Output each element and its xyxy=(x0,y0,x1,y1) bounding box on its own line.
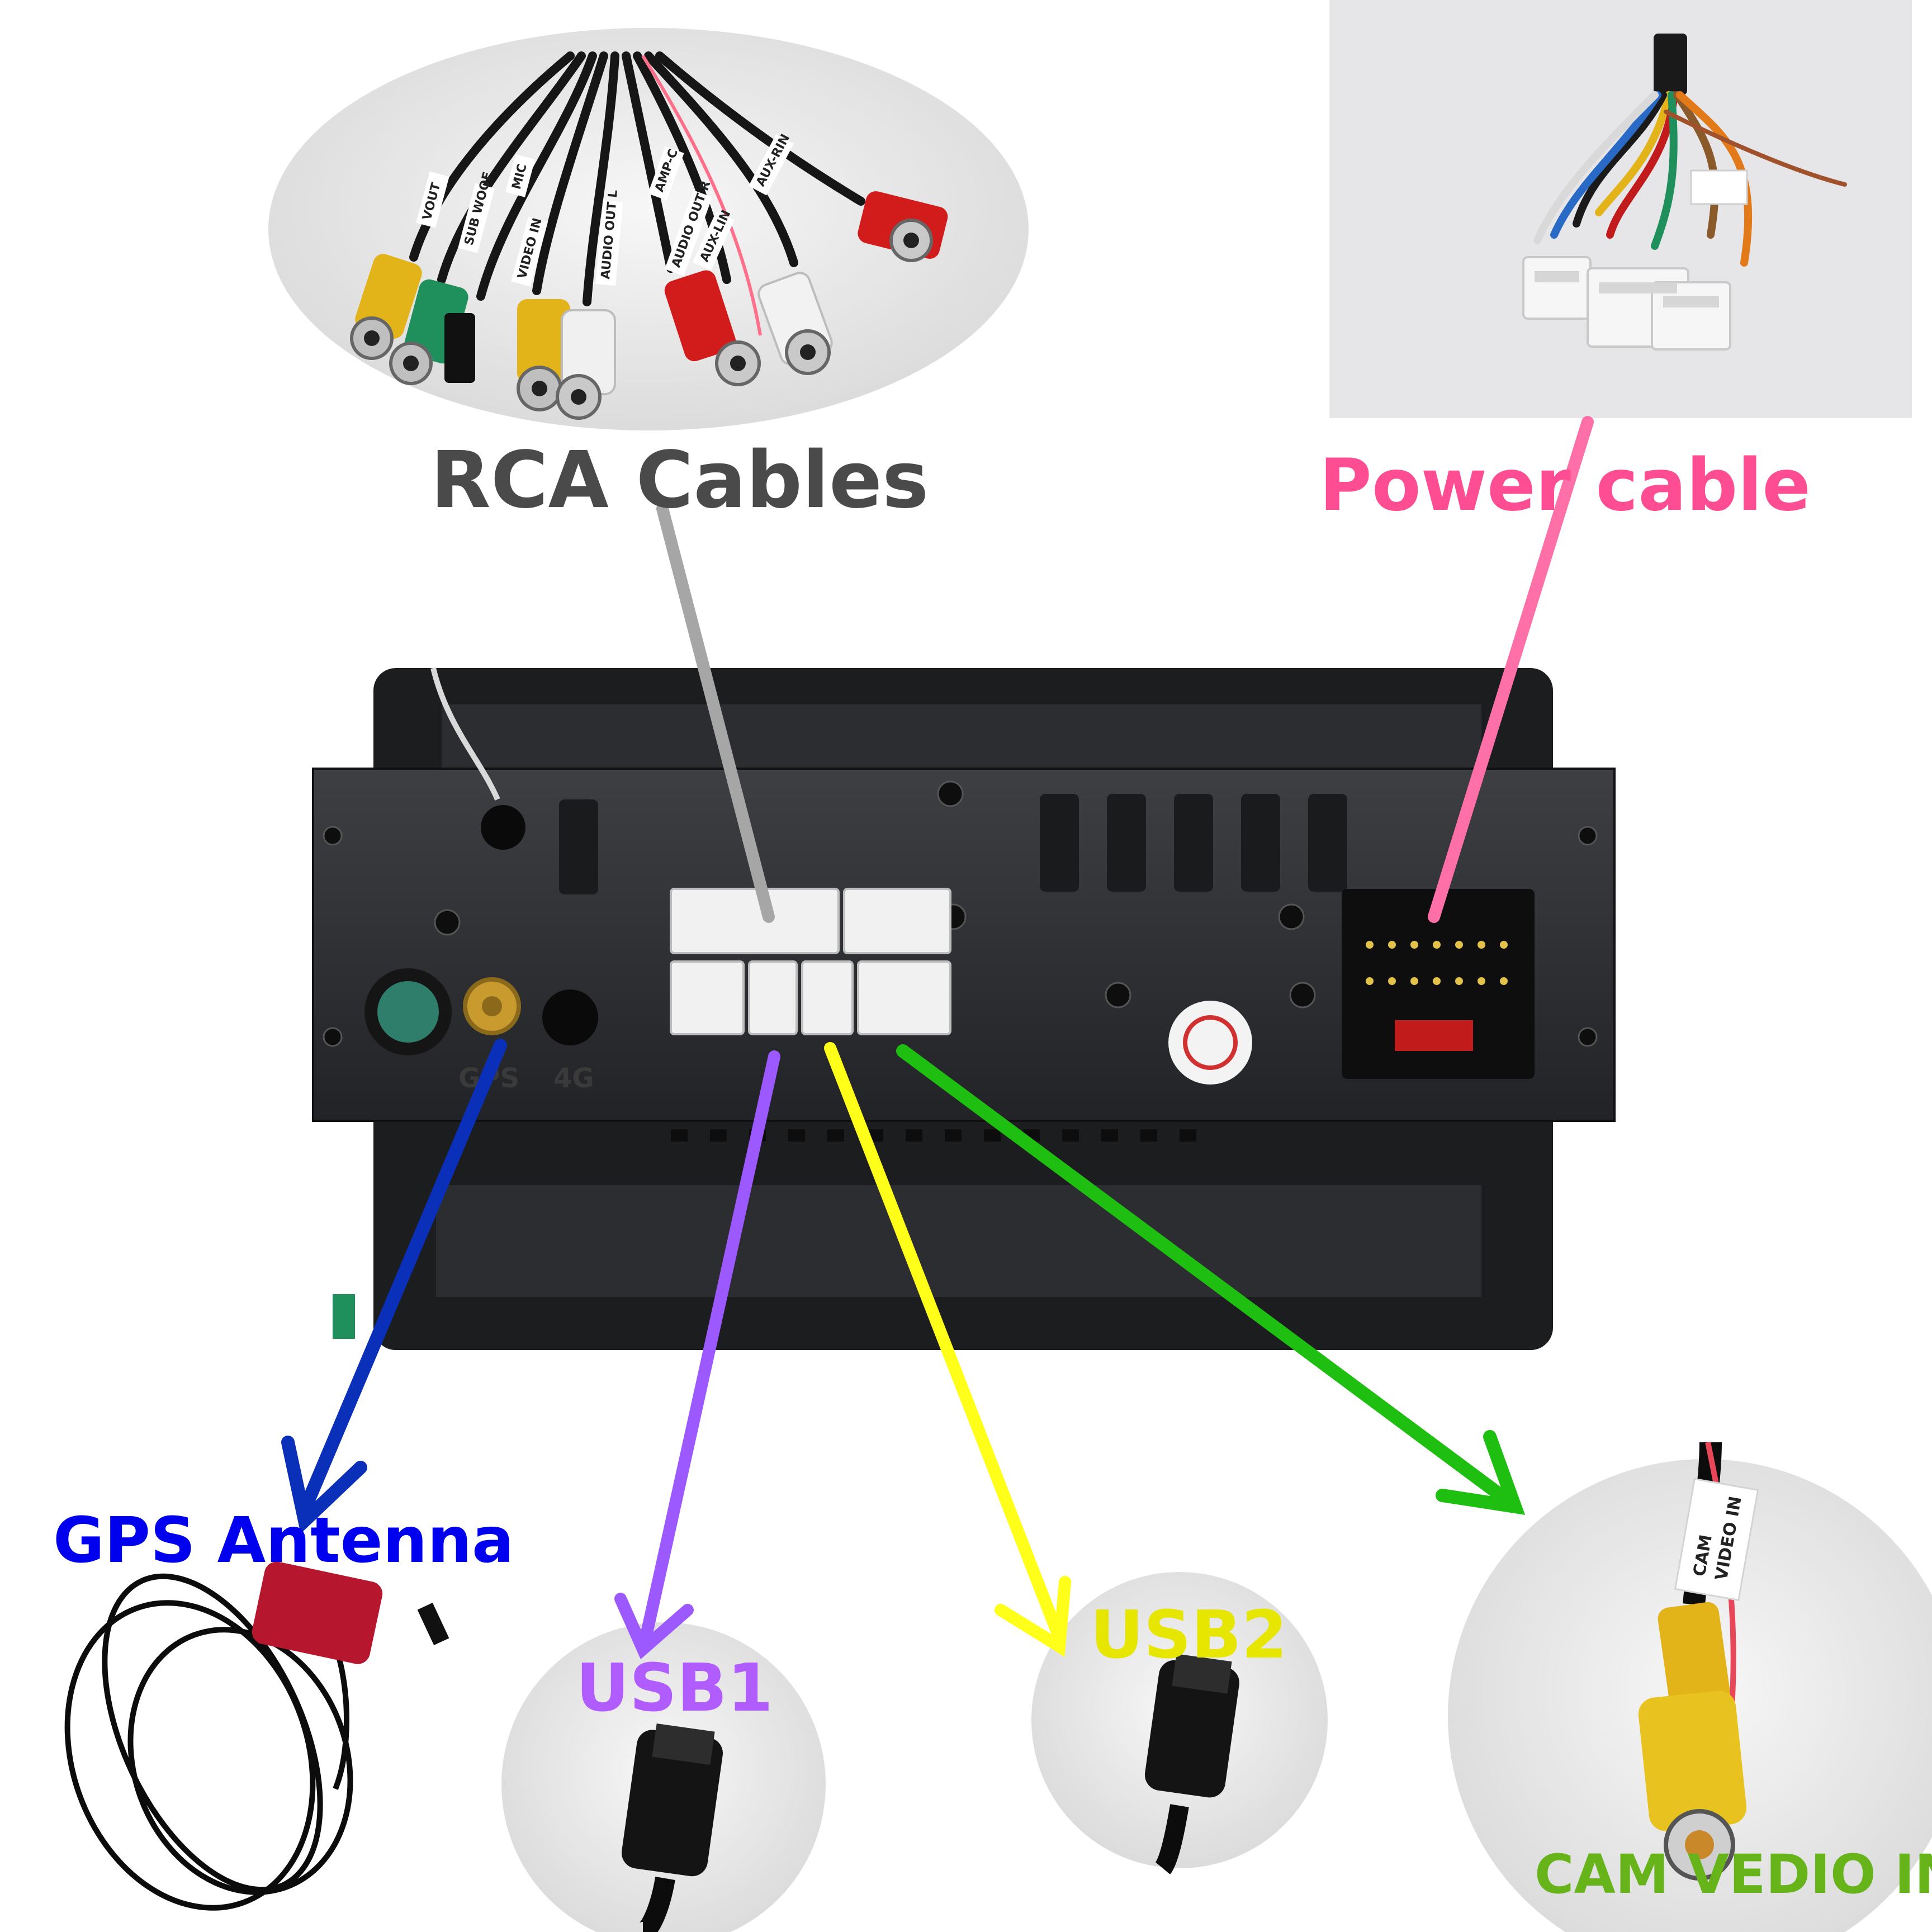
usb1-photo xyxy=(501,1622,826,1932)
rca-mic-plug xyxy=(444,313,475,383)
gps-antenna-photo xyxy=(64,1561,449,1911)
power-cable-photo xyxy=(1329,0,1912,418)
head-unit: GPS 4G xyxy=(312,667,1616,1350)
rca-pointer-line xyxy=(656,503,775,923)
rca-plug-green xyxy=(389,279,468,385)
usb1-label: USB1 xyxy=(576,1649,773,1726)
usb2-label: USB2 xyxy=(1090,1596,1287,1673)
cam-video-in-photo: CAM VIDEO IN xyxy=(1448,1441,1932,1932)
usb2-arrow xyxy=(824,1042,1071,1657)
rca-cables-photo: VOUT SUB WOOF MIC VIDEO IN AUDIO OUT L A… xyxy=(268,28,1029,430)
gps-antenna-label: GPS Antenna xyxy=(53,1504,514,1577)
rca-cables-label: RCA Cables xyxy=(430,435,929,526)
usb2-photo xyxy=(1031,1572,1328,1874)
rca-plug-red-2 xyxy=(858,191,948,262)
cam-video-in-label: CAM VEDIO IN xyxy=(1535,1843,1932,1906)
power-pointer-line xyxy=(1428,416,1594,923)
rca-plug-red-1 xyxy=(664,270,761,386)
port-label-4g: 4G xyxy=(553,1063,594,1094)
rca-plug-white-2 xyxy=(757,272,833,375)
cam-arrow xyxy=(896,1044,1526,1515)
rca-plug-white-1 xyxy=(556,309,616,420)
gps-arrow xyxy=(281,1039,507,1534)
usb1-arrow xyxy=(614,1050,780,1660)
power-cable-label: Power cable xyxy=(1319,444,1811,527)
rca-plug-yellow-1 xyxy=(350,254,422,360)
